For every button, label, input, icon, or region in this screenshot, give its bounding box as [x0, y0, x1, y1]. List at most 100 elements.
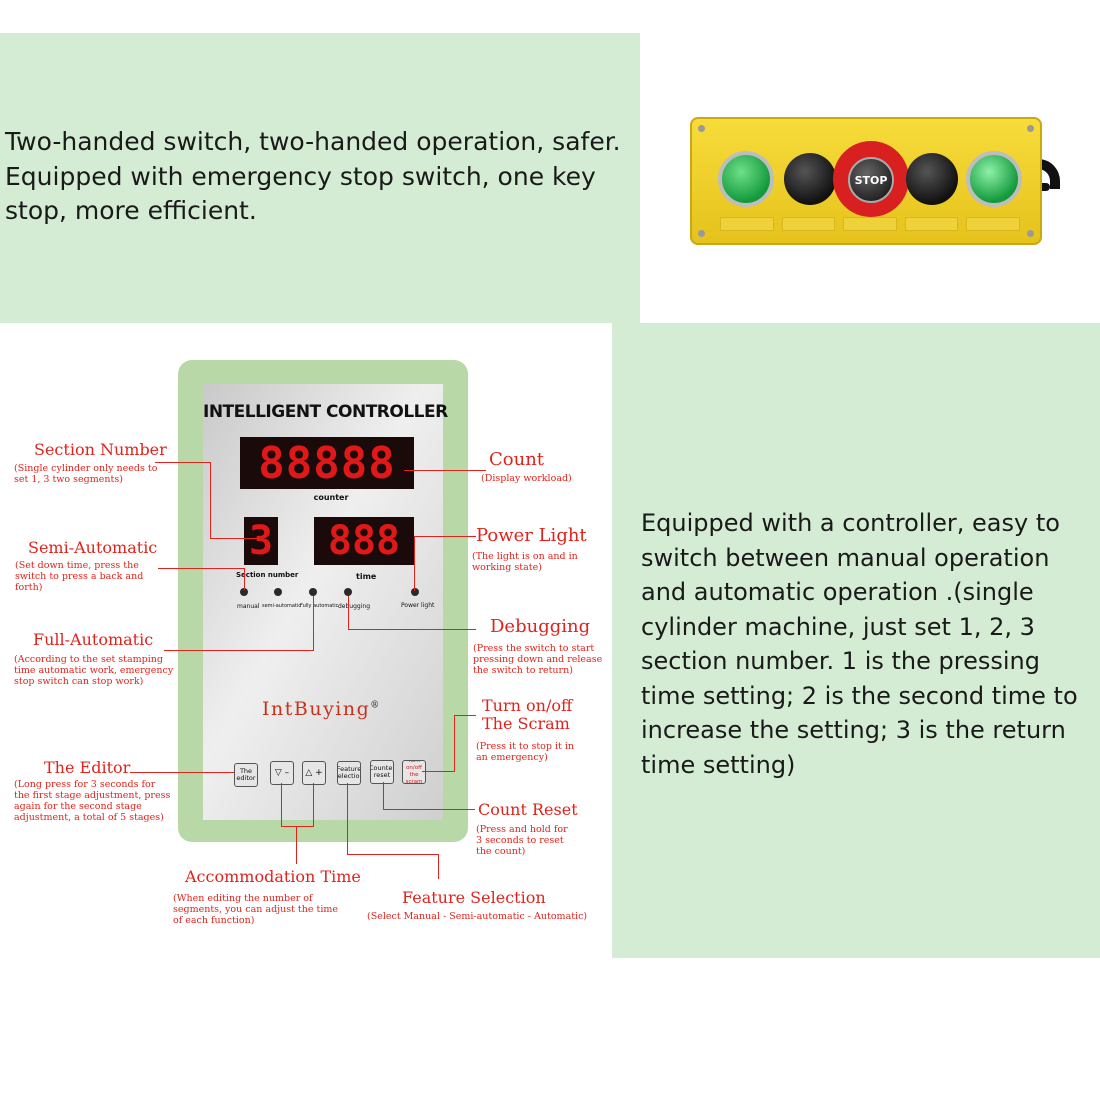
- annotation-count-title: Count: [489, 449, 545, 470]
- brand-name: IntBuying: [262, 698, 371, 720]
- cable: [1030, 159, 1060, 189]
- leader-line: [454, 715, 455, 771]
- annotation-editor-title: The Editor: [44, 758, 131, 777]
- annotation-accommodation-time-desc: (When editing the number of segments, yo…: [173, 893, 338, 926]
- green-start-button-left[interactable]: [718, 151, 774, 207]
- controller-description-line: and automatic operation .(single: [641, 578, 1034, 606]
- editor-button[interactable]: The editor: [234, 763, 258, 787]
- annotation-debugging-title: Debugging: [490, 616, 591, 637]
- label-slot-row: [720, 217, 1020, 231]
- leader-line: [347, 783, 348, 855]
- annotation-full-automatic-title: Full-Automatic: [33, 630, 154, 649]
- controller-description-line: cylinder machine, just set 1, 2, 3: [641, 612, 1035, 641]
- fully-automatic-indicator-led: [309, 588, 317, 596]
- controller-description: Equipped with a controller, easy to swit…: [641, 506, 1097, 782]
- screw-icon: [1027, 230, 1034, 237]
- annotation-count-reset-title: Count Reset: [478, 800, 578, 819]
- annotation-section-number-desc: (Single cylinder only needs to set 1, 3 …: [14, 463, 158, 485]
- counter-label: counter: [313, 493, 349, 502]
- leader-line: [422, 771, 455, 772]
- scram-toggle-button[interactable]: Turn on/off the scram: [402, 760, 426, 784]
- controller-description-line: time setting): [641, 750, 796, 779]
- power-light-label: Power light: [401, 602, 435, 609]
- screw-icon: [698, 125, 705, 132]
- leader-line: [313, 596, 314, 651]
- annotation-accommodation-time-title: Accommodation Time: [185, 867, 361, 886]
- fully-automatic-label: Fully automatic: [300, 603, 339, 609]
- screw-icon: [1027, 125, 1034, 132]
- leader-line: [244, 568, 245, 590]
- manual-indicator-led: [240, 588, 248, 596]
- leader-line: [414, 536, 415, 591]
- emergency-stop-button[interactable]: STOP: [848, 157, 894, 203]
- leader-line: [281, 826, 314, 827]
- leader-line: [210, 538, 260, 539]
- section-number-label: Section number: [236, 571, 299, 579]
- annotation-count-desc: (Display workload): [481, 473, 572, 484]
- leader-line: [383, 782, 384, 810]
- leader-line: [313, 783, 314, 826]
- controller-description-line: increase the setting; 3 is the return: [641, 716, 1066, 744]
- increase-button[interactable]: △ +: [302, 761, 326, 785]
- power-indicator-led: [411, 588, 419, 596]
- leader-line: [347, 854, 439, 855]
- controller-description-line: time setting; 2 is the second time to: [641, 681, 1078, 710]
- leader-line: [454, 715, 476, 716]
- top-description-line: stop, more efficient.: [5, 196, 257, 225]
- leader-line: [348, 629, 476, 630]
- registered-mark: ®: [370, 700, 381, 711]
- annotation-full-automatic-desc: (According to the set stamping time auto…: [14, 654, 174, 687]
- annotation-scram-desc: (Press it to stop it in an emergency): [476, 741, 575, 763]
- leader-line: [348, 596, 349, 630]
- manual-label: manual: [237, 603, 260, 610]
- time-label: time: [356, 572, 377, 581]
- black-button-left[interactable]: [784, 153, 836, 205]
- annotation-scram-title: Turn on/off The Scram: [482, 696, 573, 733]
- leader-line: [158, 568, 244, 569]
- screw-icon: [698, 230, 705, 237]
- leader-line: [210, 462, 211, 538]
- leader-line: [155, 462, 210, 463]
- annotation-editor-desc: (Long press for 3 seconds for the first …: [14, 779, 171, 823]
- count-display: 88888: [240, 437, 414, 489]
- two-hand-switch-box: STOP: [690, 117, 1060, 247]
- annotation-power-light-desc: (The light is on and in working state): [472, 551, 578, 573]
- semi-automatic-indicator-led: [274, 588, 282, 596]
- leader-line: [383, 809, 475, 810]
- time-display: 888: [314, 517, 414, 565]
- annotation-power-light-title: Power Light: [476, 525, 587, 546]
- annotation-semi-automatic-title: Semi-Automatic: [28, 538, 158, 557]
- controller-description-line: section number. 1 is the pressing: [641, 647, 1040, 675]
- annotation-debugging-desc: (Press the switch to start pressing down…: [473, 643, 603, 676]
- controller-description-line: switch between manual operation: [641, 543, 1050, 572]
- semi-automatic-label: semi-automatic: [262, 603, 302, 609]
- section-display: 3: [244, 517, 278, 565]
- debugging-label: debugging: [338, 603, 371, 610]
- stop-label: STOP: [854, 173, 888, 187]
- leader-line: [438, 854, 439, 879]
- leader-line: [130, 772, 234, 773]
- brand-logo: IntBuying®: [262, 698, 381, 720]
- annotation-section-number-title: Section Number: [34, 440, 167, 459]
- top-description-line: Two-handed switch, two-handed operation,…: [5, 127, 621, 156]
- top-left-panel: [0, 33, 640, 323]
- black-button-right[interactable]: [906, 153, 958, 205]
- decrease-button[interactable]: ▽ –: [270, 761, 294, 785]
- leader-line: [296, 826, 297, 864]
- leader-line: [164, 650, 314, 651]
- counter-reset-button[interactable]: Counter reset: [370, 760, 394, 784]
- green-start-button-right[interactable]: [966, 151, 1022, 207]
- leader-line: [281, 783, 282, 826]
- annotation-semi-automatic-desc: (Set down time, press the switch to pres…: [15, 560, 144, 593]
- controller-description-line: Equipped with a controller, easy to: [641, 509, 1060, 537]
- leader-line: [404, 470, 486, 471]
- feature-selection-button[interactable]: Feature selection: [337, 761, 361, 785]
- top-description-line: Equipped with emergency stop switch, one…: [5, 161, 596, 191]
- right-panel: [612, 323, 1100, 958]
- annotation-count-reset-desc: (Press and hold for 3 seconds to reset t…: [476, 824, 568, 857]
- leader-line: [414, 536, 476, 537]
- annotation-feature-selection-desc: (Select Manual - Semi-automatic - Automa…: [367, 911, 588, 922]
- top-description: Two-handed switch, two-handed operation,…: [5, 125, 635, 229]
- annotation-feature-selection-title: Feature Selection: [402, 888, 546, 907]
- controller-title: INTELLIGENT CONTROLLER: [203, 402, 448, 422]
